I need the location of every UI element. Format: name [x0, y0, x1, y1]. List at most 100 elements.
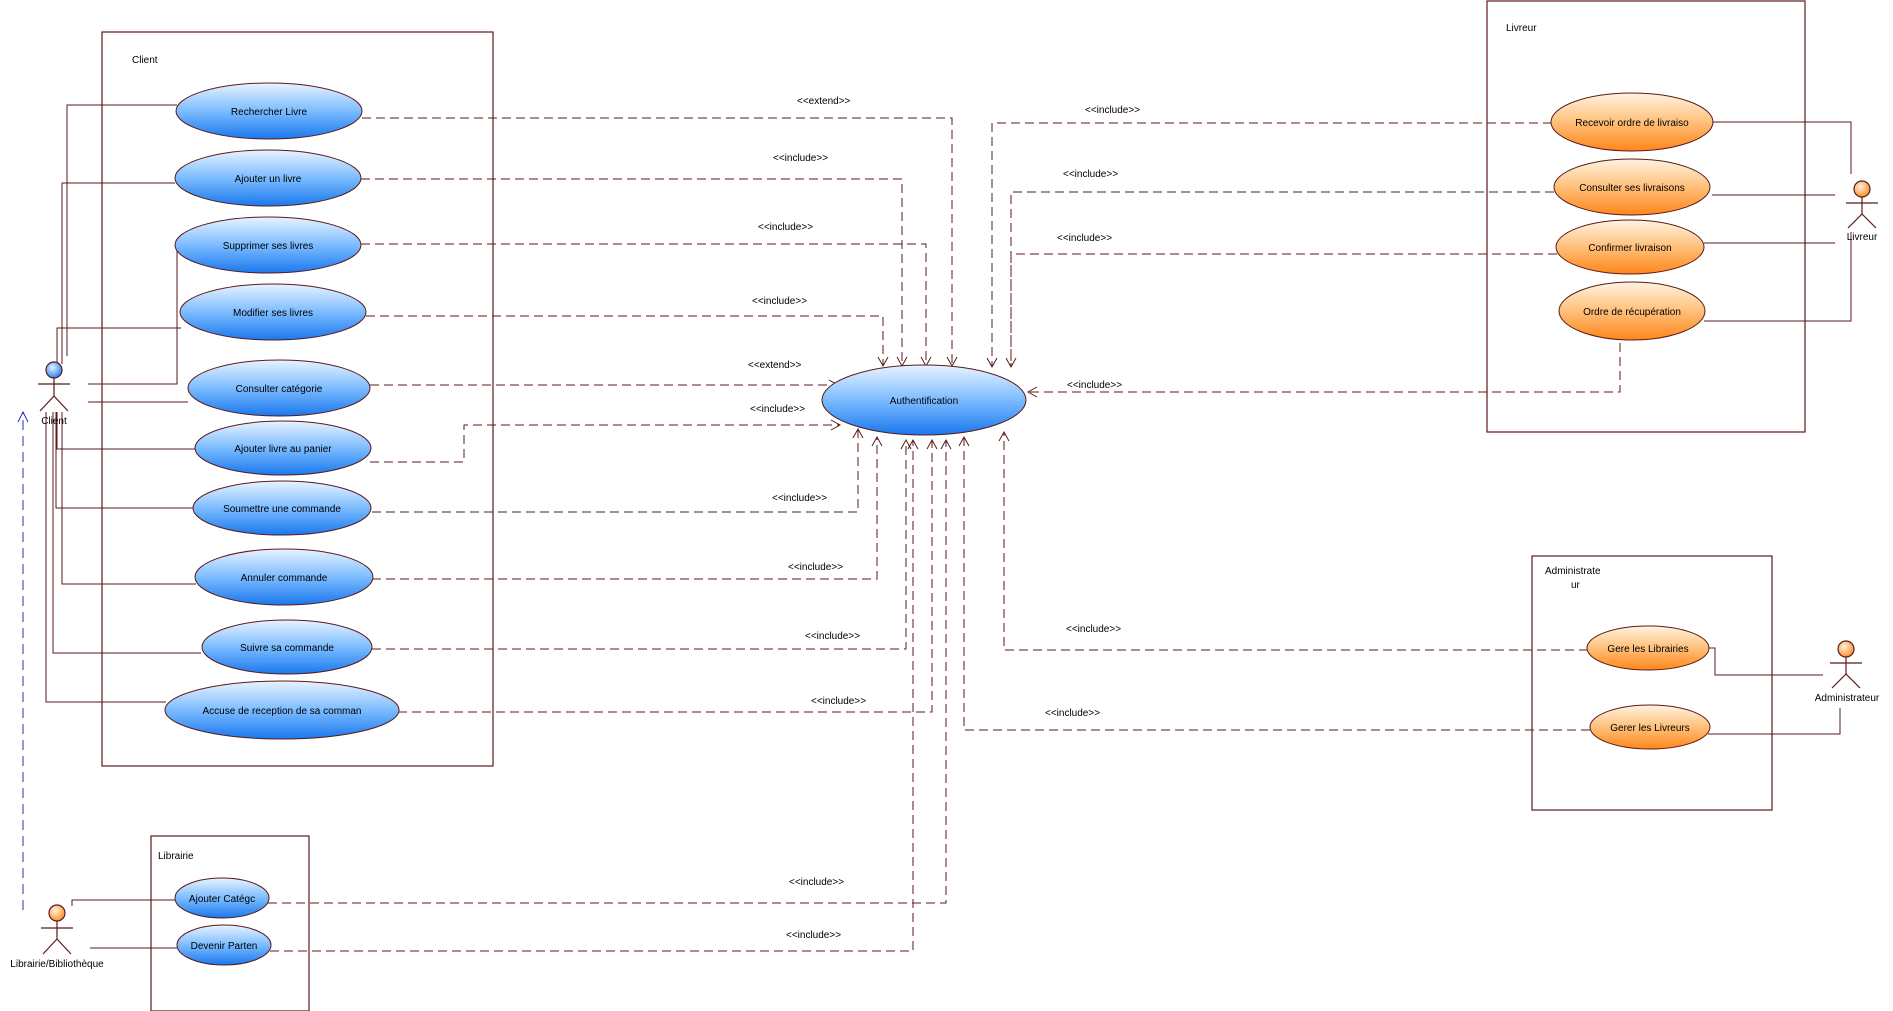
conn-gerer-livreurs	[963, 437, 1590, 731]
admin-use-cases: Gere les Librairies Gerer les Livreurs	[1586, 625, 1711, 750]
use-case-gerer-livreurs[interactable]: Gerer les Livreurs	[1589, 704, 1711, 750]
label-rel-ajouter-categ: <<include>>	[789, 877, 844, 888]
use-case-label: Modifier ses livres	[233, 308, 313, 319]
use-case-consulter-categorie[interactable]: Consulter catégorie	[187, 359, 371, 417]
label-rel-consulter: <<extend>>	[748, 360, 802, 371]
use-case-consulter-livraisons[interactable]: Consulter ses livraisons	[1553, 158, 1711, 216]
assoc-gere-librairies	[1709, 647, 1823, 676]
livreur-associations	[1704, 121, 1852, 322]
use-case-gere-librairies[interactable]: Gere les Librairies	[1586, 625, 1710, 671]
package-client: Client	[101, 31, 494, 767]
admin-associations	[1708, 647, 1841, 735]
package-administrateur: Administrate ur	[1531, 555, 1773, 811]
livreur-use-cases: Recevoir ordre de livraiso Consulter ses…	[1550, 92, 1714, 341]
use-case-authentification[interactable]: Authentification	[821, 364, 1027, 436]
assoc-modifier	[56, 327, 181, 372]
conn-recevoir	[991, 122, 1552, 367]
actor-client[interactable]: Client	[38, 361, 70, 427]
assoc-suivre	[52, 412, 201, 654]
actor-livreur[interactable]: Livreur	[1846, 180, 1878, 243]
assoc-rechercher	[66, 104, 177, 356]
use-case-confirmer-livraison[interactable]: Confirmer livraison	[1555, 219, 1705, 275]
actor-librairie-icon	[41, 904, 73, 955]
use-case-label: Devenir Parten	[191, 941, 258, 952]
use-case-label: Gerer les Livreurs	[1610, 723, 1689, 734]
use-case-soumettre-commande[interactable]: Soumettre une commande	[192, 480, 372, 536]
use-case-label: Consulter catégorie	[236, 384, 323, 395]
conn-panier	[370, 424, 840, 463]
use-case-ajouter-livre-panier[interactable]: Ajouter livre au panier	[194, 420, 372, 476]
conn-soumettre	[372, 429, 859, 513]
conn-supprimer	[361, 243, 927, 366]
use-case-label: Consulter ses livraisons	[1579, 183, 1685, 194]
dashed-connectors	[268, 117, 1621, 952]
package-livreur-label: Livreur	[1506, 23, 1537, 34]
assoc-annuler	[61, 412, 196, 585]
client-associations	[45, 104, 201, 703]
label-rel-consulter-livraisons: <<include>>	[1063, 169, 1118, 180]
use-case-label: Accuse de reception de sa comman	[203, 706, 362, 717]
use-case-annuler-commande[interactable]: Annuler commande	[194, 548, 374, 606]
use-case-rechercher-livre[interactable]: Rechercher Livre	[175, 82, 363, 140]
use-case-label: Supprimer ses livres	[223, 241, 314, 252]
label-rel-annuler: <<include>>	[788, 562, 843, 573]
client-use-cases: Rechercher Livre Ajouter un livre Suppri…	[164, 82, 400, 740]
assoc-ordre	[1704, 232, 1852, 322]
use-case-modifier-ses-livres[interactable]: Modifier ses livres	[179, 283, 367, 341]
use-case-label: Ajouter livre au panier	[234, 444, 332, 455]
librairie-associations	[71, 899, 177, 949]
assoc-soumettre	[55, 412, 193, 509]
actor-livreur-icon	[1846, 180, 1878, 229]
assoc-panier	[56, 412, 195, 450]
relation-labels: <<extend>> <<include>> <<include>> <<inc…	[748, 96, 1140, 941]
use-case-recevoir-ordre[interactable]: Recevoir ordre de livraiso	[1550, 92, 1714, 152]
use-case-accuse-reception[interactable]: Accuse de reception de sa comman	[164, 680, 400, 740]
use-case-label: Ordre de récupération	[1583, 307, 1681, 318]
label-rel-soumettre: <<include>>	[772, 493, 827, 504]
use-case-label: Ajouter un livre	[235, 174, 302, 185]
use-case-label: Authentification	[890, 396, 958, 407]
package-livreur: Livreur	[1486, 0, 1806, 433]
use-case-suivre-commande[interactable]: Suivre sa commande	[201, 619, 373, 675]
use-case-label: Ajouter Catégc	[189, 894, 255, 905]
assoc-recevoir	[1712, 121, 1852, 174]
use-case-label: Rechercher Livre	[231, 107, 308, 118]
package-librairie-label: Librairie	[158, 851, 194, 862]
actor-administrateur-icon	[1830, 640, 1862, 689]
actor-librairie[interactable]: Librairie/Bibliothèque	[10, 904, 104, 970]
conn-ajouter-livre	[361, 178, 903, 366]
actor-administrateur-label: Administrateur	[1815, 693, 1880, 704]
label-rel-accuse: <<include>>	[811, 696, 866, 707]
label-rel-ordre: <<include>>	[1067, 380, 1122, 391]
label-rel-suivre: <<include>>	[805, 631, 860, 642]
use-case-label: Recevoir ordre de livraiso	[1575, 118, 1689, 129]
use-case-ordre-recuperation[interactable]: Ordre de récupération	[1558, 281, 1706, 341]
package-client-label: Client	[132, 55, 158, 66]
label-rel-gere-librairies: <<include>>	[1066, 624, 1121, 635]
label-rel-recevoir: <<include>>	[1085, 105, 1140, 116]
use-case-devenir-parten[interactable]: Devenir Parten	[176, 924, 272, 966]
use-case-supprimer-ses-livres[interactable]: Supprimer ses livres	[174, 216, 362, 274]
actor-client-icon	[38, 361, 70, 412]
conn-gere-librairies	[1003, 432, 1588, 651]
actor-livreur-label: Livreur	[1847, 232, 1878, 243]
label-rel-modifier: <<include>>	[752, 296, 807, 307]
conn-annuler	[372, 437, 878, 580]
librairie-use-cases: Ajouter Catégc Devenir Parten	[174, 877, 272, 966]
use-case-label: Soumettre une commande	[223, 504, 341, 515]
label-rel-devenir-parten: <<include>>	[786, 930, 841, 941]
use-case-label: Suivre sa commande	[240, 643, 334, 654]
use-case-ajouter-un-livre[interactable]: Ajouter un livre	[174, 149, 362, 207]
package-administrateur-label-line1: Administrate	[1545, 566, 1601, 577]
conn-suivre	[372, 440, 907, 650]
use-case-ajouter-categ[interactable]: Ajouter Catégc	[174, 877, 270, 919]
label-rel-rechercher: <<extend>>	[797, 96, 851, 107]
generalization-librairie-client	[17, 410, 29, 910]
label-rel-supprimer: <<include>>	[758, 222, 813, 233]
use-case-label: Confirmer livraison	[1588, 243, 1671, 254]
conn-devenir-parten	[270, 440, 914, 952]
conn-accuse	[398, 440, 933, 713]
actor-administrateur[interactable]: Administrateur	[1815, 640, 1880, 704]
package-administrateur-label-line2: ur	[1571, 580, 1581, 591]
